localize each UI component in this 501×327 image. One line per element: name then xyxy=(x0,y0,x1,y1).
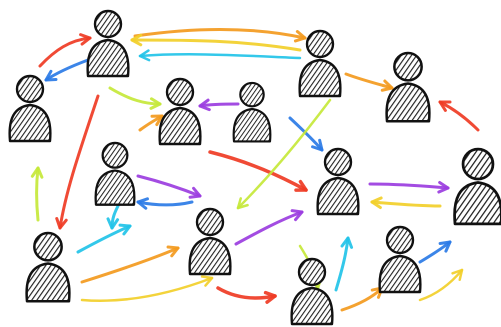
arrow-icon xyxy=(216,286,277,304)
arrow-icon xyxy=(340,286,384,312)
arrow-icon xyxy=(138,114,164,132)
person-icon xyxy=(188,207,232,276)
arrow-icon xyxy=(130,33,302,52)
person-icon xyxy=(453,147,501,226)
arrow-icon xyxy=(344,72,394,92)
arrow-icon xyxy=(234,209,304,246)
person-icon xyxy=(298,29,342,98)
arrow-icon xyxy=(106,204,120,230)
arrow-icon xyxy=(288,116,324,152)
person-icon xyxy=(86,9,130,78)
person-icon xyxy=(378,225,422,294)
arrow-icon xyxy=(198,98,240,112)
arrow-icon xyxy=(80,275,214,302)
arrow-icon xyxy=(418,240,452,264)
arrow-icon xyxy=(80,245,180,284)
person-icon xyxy=(232,81,272,143)
arrow-icon xyxy=(370,196,442,210)
person-icon xyxy=(290,257,334,326)
person-icon xyxy=(316,147,360,216)
arrow-icon xyxy=(133,28,307,43)
arrow-layer xyxy=(30,28,480,312)
arrow-icon xyxy=(30,166,44,222)
arrow-icon xyxy=(334,236,354,292)
arrow-icon xyxy=(44,58,90,82)
arrow-icon xyxy=(208,150,308,192)
person-icon xyxy=(158,77,202,146)
arrow-icon xyxy=(236,98,332,210)
arrow-icon xyxy=(38,33,92,68)
arrow-icon xyxy=(368,180,450,194)
arrow-icon xyxy=(418,268,464,302)
person-icon xyxy=(94,141,136,206)
people-layer xyxy=(8,9,501,326)
person-icon xyxy=(385,51,431,123)
arrow-icon xyxy=(108,86,162,110)
arrow-icon xyxy=(76,223,132,254)
person-icon xyxy=(8,74,52,143)
person-icon xyxy=(25,231,71,303)
arrow-icon xyxy=(136,197,194,210)
arrow-icon xyxy=(138,49,302,62)
arrow-icon xyxy=(438,100,480,132)
arrow-icon xyxy=(55,94,100,230)
arrow-icon xyxy=(136,174,202,199)
